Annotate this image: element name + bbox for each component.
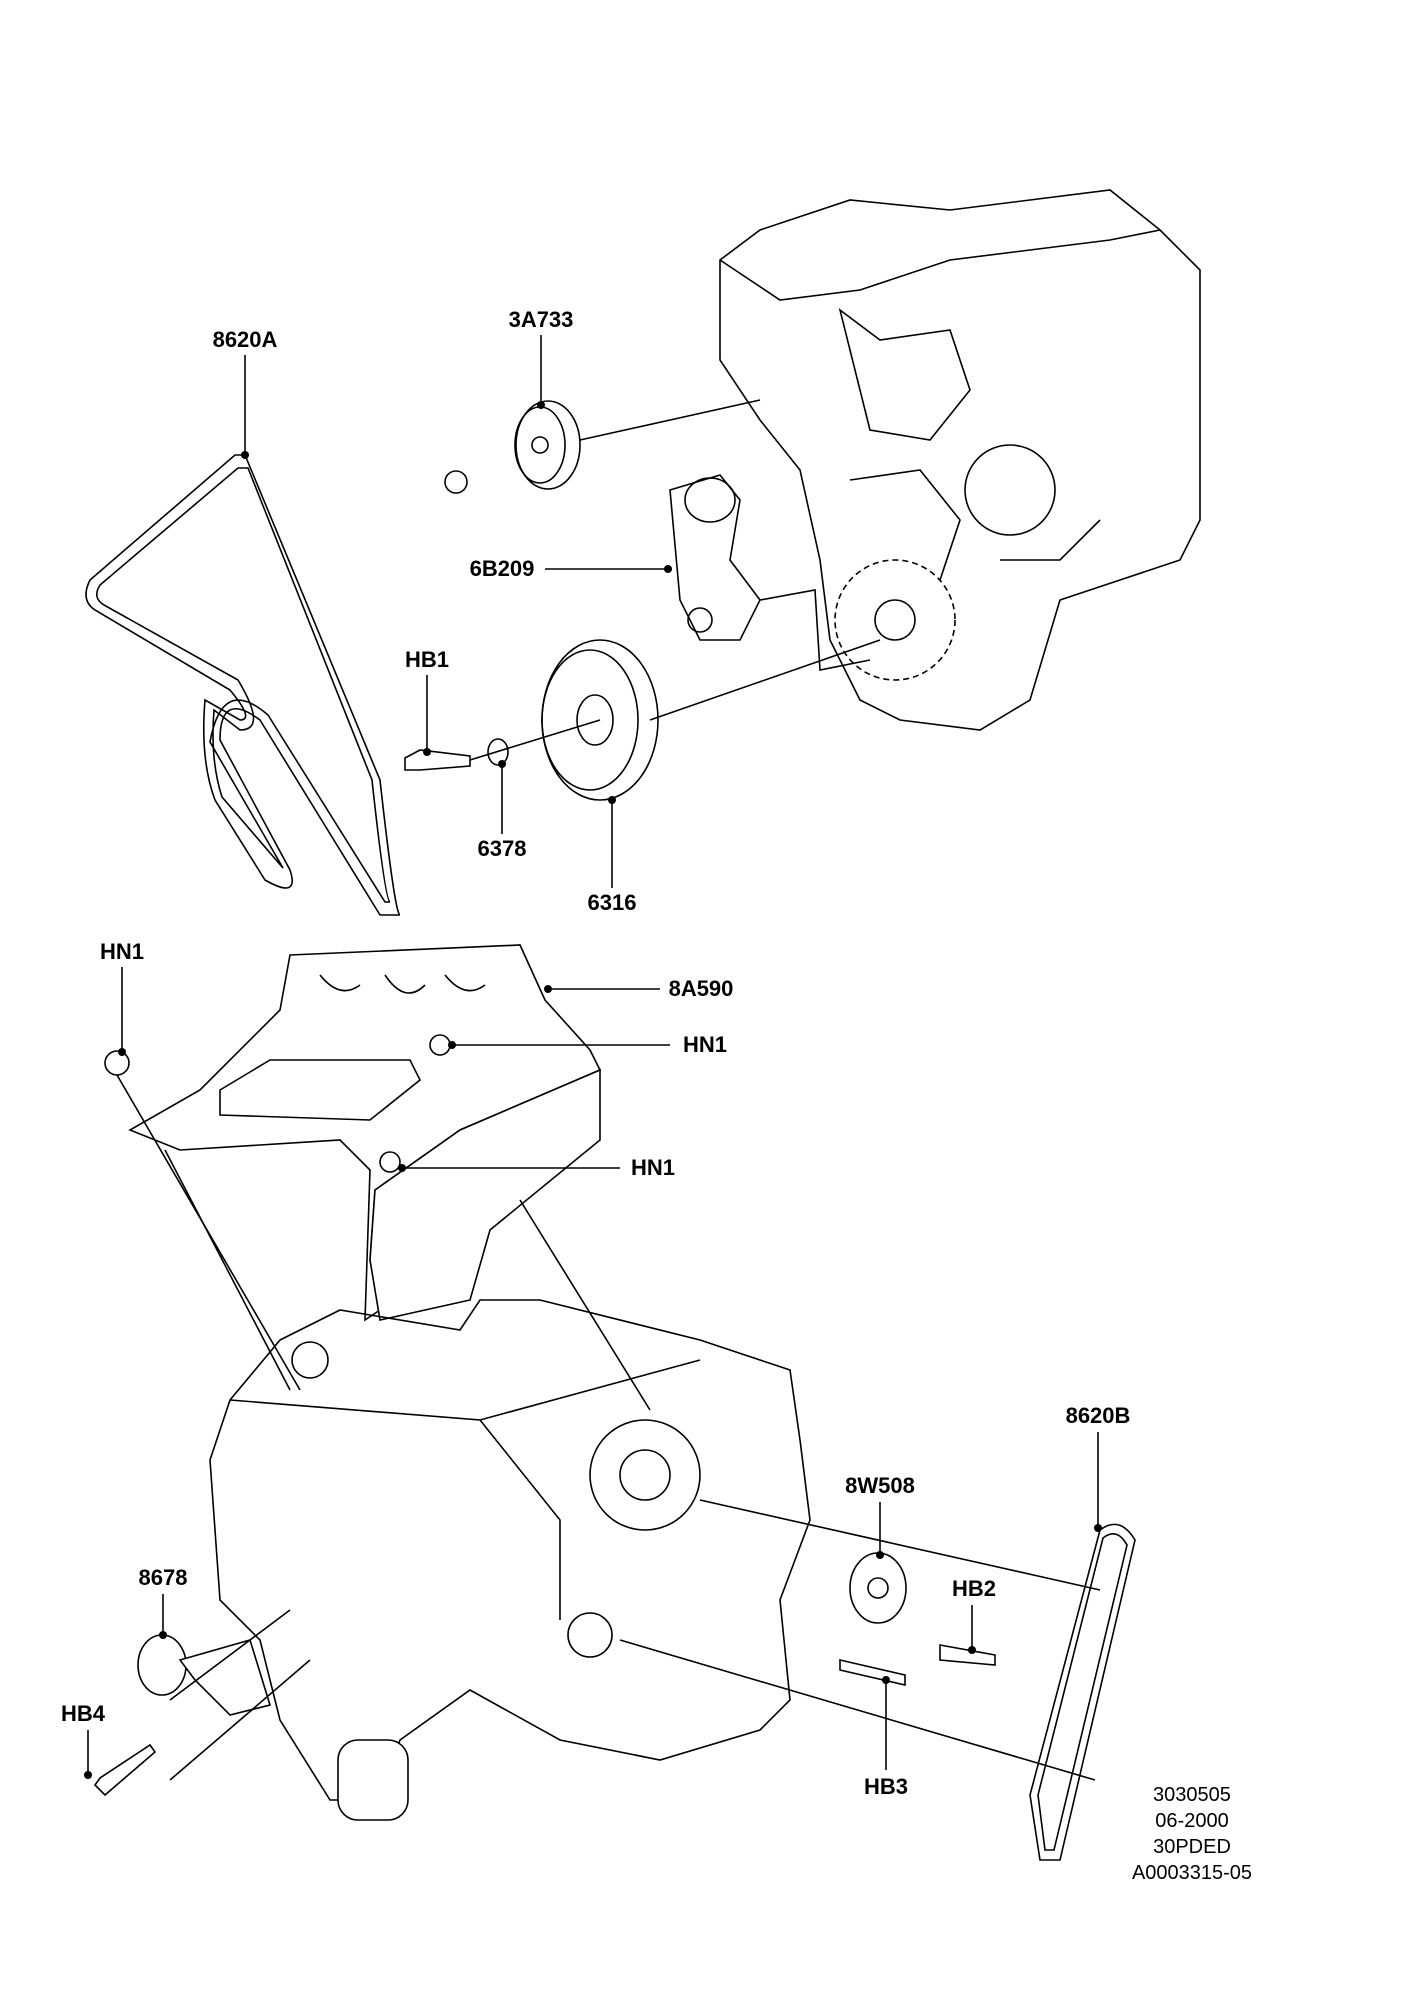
reference-date: 06-2000 xyxy=(1155,1810,1229,1832)
callout-HN1-right: HN1 xyxy=(682,1032,728,1057)
drawing-reference-block: 3030505 06-2000 30PDED A0003315-05 xyxy=(1132,1782,1252,1886)
engine-cover-8A590 xyxy=(104,944,651,1411)
reference-number: 3030505 xyxy=(1153,1784,1231,1806)
pulley-8678 xyxy=(93,1609,311,1797)
belt-8620A xyxy=(85,454,401,916)
callout-6378: 6378 xyxy=(477,836,527,861)
callout-HB1: HB1 xyxy=(404,647,450,672)
pulley-3A733 xyxy=(444,399,761,494)
callout-6B209: 6B209 xyxy=(469,556,535,581)
tensioner-6B209 xyxy=(669,474,871,671)
callout-HN1-left: HN1 xyxy=(99,939,145,964)
reference-code: 30PDED xyxy=(1153,1836,1231,1858)
upper-engine xyxy=(719,189,1201,731)
callout-8W508: 8W508 xyxy=(845,1473,915,1498)
callout-6316: 6316 xyxy=(587,890,637,915)
callout-8620A: 8620A xyxy=(212,327,278,352)
callout-8A590: 8A590 xyxy=(668,976,734,1001)
callout-3A733: 3A733 xyxy=(508,307,574,332)
callout-HB2: HB2 xyxy=(951,1576,997,1601)
callout-HB3: HB3 xyxy=(863,1774,909,1799)
callout-HB4: HB4 xyxy=(60,1701,106,1726)
reference-id: A0003315-05 xyxy=(1131,1862,1253,1884)
leader-lines xyxy=(84,335,1102,1779)
callout-HN1-lower: HN1 xyxy=(630,1155,676,1180)
callout-8620B: 8620B xyxy=(1065,1403,1131,1428)
lower-engine xyxy=(209,1299,811,1821)
damper-6316 xyxy=(404,639,881,801)
callout-8678: 8678 xyxy=(138,1565,188,1590)
